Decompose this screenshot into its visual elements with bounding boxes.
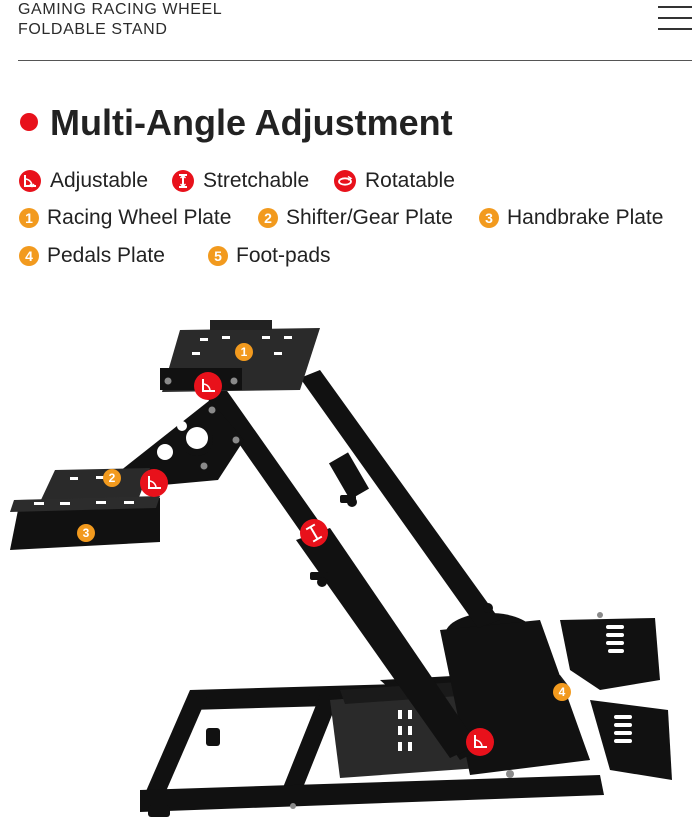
wheel-plate-adjust-icon — [194, 372, 222, 400]
tube-knobs — [310, 495, 493, 613]
part-5: 5 Foot-pads — [208, 244, 331, 268]
arm-hole-2 — [157, 444, 173, 460]
arm-hole-3 — [177, 421, 187, 431]
image-badge-4: 4 — [559, 685, 566, 699]
rotate-icon — [334, 170, 356, 192]
shifter-plate — [40, 468, 150, 502]
header-title: GAMING RACING WHEEL FOLDABLE STAND — [18, 0, 222, 40]
hamburger-menu-icon[interactable] — [658, 4, 692, 32]
header-divider — [18, 60, 692, 61]
tube-stretch-icon — [300, 519, 328, 547]
part-2: 2 Shifter/Gear Plate — [258, 206, 453, 230]
base-adjust-icon — [466, 728, 494, 756]
handbrake-plate-slots — [34, 476, 134, 505]
part-1-label: Racing Wheel Plate — [47, 206, 232, 229]
arm-hole-1 — [186, 427, 208, 449]
part-4-number-badge: 4 — [19, 246, 39, 266]
part-1-number-badge: 1 — [19, 208, 39, 228]
wheel-plate-holes — [192, 336, 292, 355]
legend-rotatable-label: Rotatable — [365, 169, 455, 192]
adjust-angle-icon — [19, 170, 41, 192]
part-3-number-badge: 3 — [479, 208, 499, 228]
part-1: 1 Racing Wheel Plate — [19, 206, 231, 230]
header-title-line1: GAMING RACING WHEEL — [18, 1, 223, 18]
image-badge-2: 2 — [109, 471, 116, 485]
part-2-label: Shifter/Gear Plate — [286, 206, 453, 229]
frame-screws — [164, 377, 603, 809]
legend-rotatable: Rotatable — [334, 169, 455, 193]
legend-adjustable-label: Adjustable — [50, 169, 149, 192]
part-5-label: Foot-pads — [236, 244, 331, 267]
header-title-line2: FOLDABLE STAND — [18, 21, 168, 38]
part-5-number-badge: 5 — [208, 246, 228, 266]
image-badge-3: 3 — [83, 526, 90, 540]
heading-bullet-icon — [20, 113, 38, 131]
part-2-number-badge: 2 — [258, 208, 278, 228]
image-adjust-markers — [140, 372, 494, 756]
stand-product-image: 1 2 3 4 — [10, 320, 672, 817]
handbrake-plate — [10, 496, 160, 550]
section-heading: Multi-Angle Adjustment — [50, 102, 453, 143]
part-3-label: Handbrake Plate — [507, 206, 664, 229]
upright-tubes — [205, 370, 500, 760]
stretch-icon — [172, 170, 194, 192]
pedal-mount-slots — [606, 625, 632, 743]
part-3: 3 Handbrake Plate — [479, 206, 663, 230]
part-4: 4 Pedals Plate — [19, 244, 165, 268]
legend-stretchable-label: Stretchable — [203, 169, 310, 192]
image-number-badges — [77, 343, 571, 701]
legend-stretchable: Stretchable — [172, 169, 309, 193]
legend-adjustable: Adjustable — [19, 169, 148, 193]
shifter-adjust-icon — [140, 469, 168, 497]
image-badge-1: 1 — [241, 345, 248, 359]
part-4-label: Pedals Plate — [47, 244, 165, 267]
